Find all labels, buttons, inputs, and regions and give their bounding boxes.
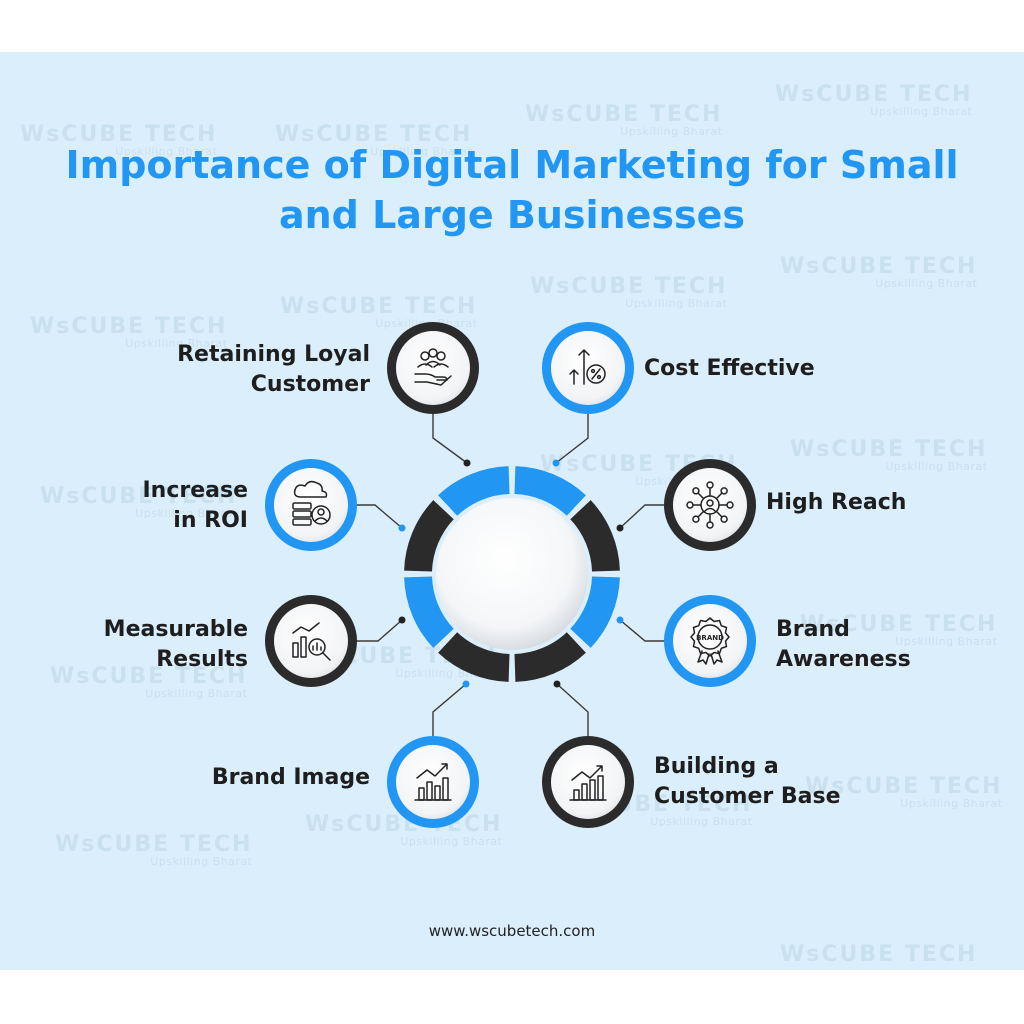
title-line-2: and Large Businesses <box>278 193 746 237</box>
node-face <box>673 468 747 542</box>
title-line-1: Importance of Digital Marketing for Smal… <box>65 143 959 187</box>
ring-segment <box>570 576 620 648</box>
node-cost <box>542 322 634 414</box>
connector-lines <box>356 408 665 738</box>
node-retaining <box>387 322 479 414</box>
connector-reach <box>619 504 665 529</box>
node-face <box>673 604 747 678</box>
node-image <box>387 736 479 828</box>
hand-holding-people-icon <box>414 348 452 386</box>
connector-roi <box>356 504 403 529</box>
connector-customerbase <box>556 683 589 738</box>
node-reach <box>664 459 756 551</box>
chart-magnifier-icon <box>292 622 331 661</box>
ring-segment <box>438 466 510 516</box>
connector-dots <box>398 459 624 688</box>
label-brand-image: Brand Image <box>211 765 370 790</box>
page-title: Importance of Digital Marketing for Smal… <box>0 140 1024 240</box>
watermark: WsCUBE TECH <box>780 942 978 967</box>
growth-bar-chart-icon <box>414 763 452 801</box>
node-face <box>551 745 625 819</box>
connector-image <box>432 683 467 738</box>
label-high-reach: High Reach <box>766 490 907 515</box>
cloud-server-user-icon <box>292 480 331 526</box>
node-face <box>551 331 625 405</box>
connector-cost <box>555 408 589 464</box>
node-face <box>396 745 470 819</box>
ring-segment <box>514 466 586 516</box>
arrow-up-percent-icon <box>569 349 606 385</box>
ring-segment <box>438 632 510 682</box>
center-hub <box>436 498 588 650</box>
ring-segment <box>570 500 620 572</box>
brand-badge-text: BRAND <box>696 634 724 642</box>
brand-badge-icon: BRAND <box>690 617 730 665</box>
node-roi <box>265 459 357 551</box>
label-cost-effective: Cost Effective <box>644 356 815 381</box>
ring-segment <box>404 576 454 648</box>
node-customerbase <box>542 736 634 828</box>
node-face <box>396 331 470 405</box>
website-url: www.wscubetech.com <box>428 922 596 940</box>
connector-retaining <box>432 408 468 464</box>
ring-segment <box>514 632 586 682</box>
ring-segment <box>404 500 454 572</box>
connector-measurable <box>356 619 403 642</box>
connector-awareness <box>619 619 665 642</box>
node-measurable <box>265 595 357 687</box>
node-awareness: BRAND <box>664 595 756 687</box>
segmented-ring <box>404 466 620 682</box>
network-user-icon <box>686 481 734 529</box>
trend-bar-chart-icon <box>569 765 607 801</box>
